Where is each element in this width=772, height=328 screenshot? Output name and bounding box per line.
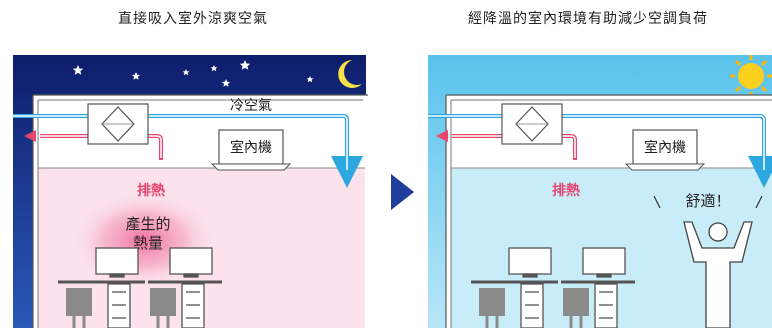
heat-label-line2: 熱量 [133,234,163,252]
comfort-lines [653,195,763,209]
exhaust-label-right: 排熱 [552,182,580,199]
moon-icon [338,60,362,88]
exhaust-arrow [24,130,36,142]
exhaust-arrow [436,130,448,142]
happy-person-icon [683,221,753,328]
desk-workstation-icon [148,247,222,328]
heat-exchanger [501,103,563,145]
exhaust-label-left: 排熱 [137,182,165,199]
transition-arrow [391,174,414,210]
indoor-unit-left [210,129,292,171]
heat-label-line1: 產生的 [125,215,170,233]
heat-exchanger [87,103,149,145]
left-panel: 室內機 冷空氣 排熱 產生的 熱量 [13,55,368,328]
indoor-unit-right [624,129,706,171]
cold-air-label: 冷空氣 [230,98,272,114]
indoor-unit-label-left: 室內機 [230,139,272,156]
comfort-label: 舒適！ [685,192,730,210]
star-icon [72,60,314,87]
right-panel: 室內機 排熱 舒適！ [428,55,772,328]
indoor-unit-label-right: 室內機 [644,139,686,156]
right-caption: 經降溫的室內環境有助減少空調負荷 [468,11,708,27]
sun-icon [730,55,772,97]
desk-workstation-icon [561,247,635,328]
desk-workstation-icon [58,247,145,328]
left-caption: 直接吸入室外涼爽空氣 [118,11,268,27]
desk-workstation-icon [471,247,558,328]
